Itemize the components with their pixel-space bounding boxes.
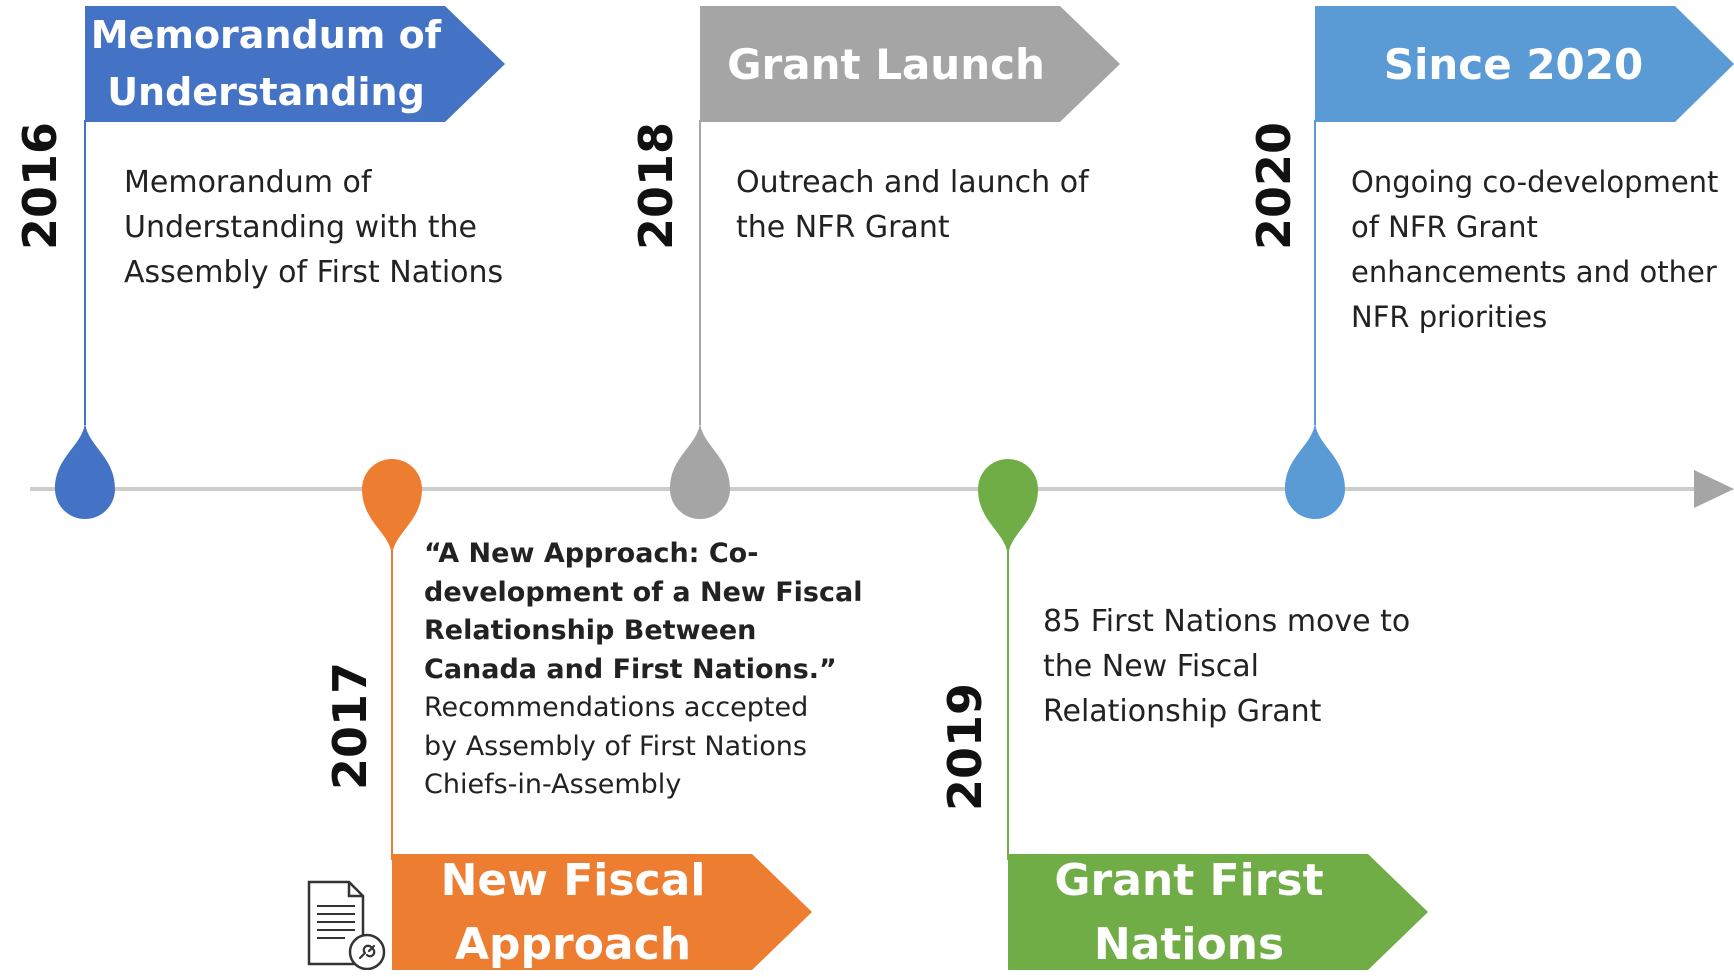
- year-2018: 2018: [629, 121, 683, 250]
- banner-2016-title-line: Memorandum of: [90, 13, 442, 57]
- marker-2020: [1285, 420, 1345, 519]
- banner-2017: New Fiscal Approach: [392, 854, 812, 970]
- year-2016: 2016: [13, 121, 67, 250]
- marker-2017: [362, 459, 422, 558]
- marker-2019: [978, 459, 1038, 558]
- description-2019-line: 85 First Nations move to: [1043, 604, 1411, 639]
- description-2019-line: the New Fiscal: [1043, 649, 1259, 684]
- description-2016-line: Memorandum of: [124, 165, 372, 200]
- description-2020-line: Ongoing co-development: [1351, 165, 1719, 199]
- report-title-line: “A New Approach: Co-: [424, 538, 759, 569]
- banner-2018-title: Grant Launch: [727, 39, 1045, 89]
- report-title-line: Canada and First Nations.”: [424, 653, 837, 685]
- marker-2016: [55, 420, 115, 519]
- description-2018: Outreach and launch of the NFR Grant: [736, 160, 1089, 250]
- description-2017-line: by Assembly of First Nations: [424, 730, 807, 762]
- timeline-arrowhead-icon: [1694, 470, 1734, 508]
- description-2016-line: Assembly of First Nations: [124, 255, 504, 290]
- description-2020: Ongoing co-development of NFR Grant enha…: [1351, 160, 1718, 340]
- banner-2017-title-line: Approach: [454, 919, 692, 970]
- description-2020-line: of NFR Grant: [1351, 210, 1538, 244]
- banner-2016: Memorandum of Understanding: [85, 6, 505, 122]
- marker-2018: [670, 420, 730, 519]
- description-2016: Memorandum of Understanding with the Ass…: [124, 160, 503, 295]
- report-title-line: Relationship Between: [424, 615, 757, 646]
- year-2017: 2017: [323, 661, 377, 790]
- description-2017-line: Recommendations accepted: [424, 692, 809, 723]
- banner-2016-title-line: Understanding: [107, 70, 425, 114]
- description-2018-line: Outreach and launch of: [736, 165, 1089, 200]
- report-title-line: development of a New Fiscal: [424, 576, 863, 608]
- banner-2017-title-line: New Fiscal: [440, 855, 706, 906]
- banner-2019-title-line: Nations: [1093, 919, 1285, 970]
- description-2017: “A New Approach: Co- development of a Ne…: [424, 535, 862, 805]
- description-2020-line: NFR priorities: [1351, 300, 1548, 334]
- description-2019: 85 First Nations move to the New Fiscal …: [1043, 599, 1410, 734]
- banner-2020: Since 2020: [1315, 6, 1734, 122]
- description-2020-line: enhancements and other: [1351, 255, 1717, 289]
- document-link-icon[interactable]: [305, 880, 389, 971]
- banner-2019: Grant First Nations: [1008, 854, 1428, 970]
- banner-2020-title: Since 2020: [1383, 39, 1644, 89]
- description-2018-line: the NFR Grant: [736, 210, 950, 245]
- banner-2018: Grant Launch: [700, 6, 1120, 122]
- banner-2019-title-line: Grant First: [1054, 855, 1324, 906]
- description-2019-line: Relationship Grant: [1043, 694, 1322, 729]
- year-2019: 2019: [938, 682, 992, 811]
- year-2020: 2020: [1247, 121, 1301, 250]
- description-2016-line: Understanding with the: [124, 210, 477, 245]
- description-2017-line: Chiefs-in-Assembly: [424, 769, 682, 800]
